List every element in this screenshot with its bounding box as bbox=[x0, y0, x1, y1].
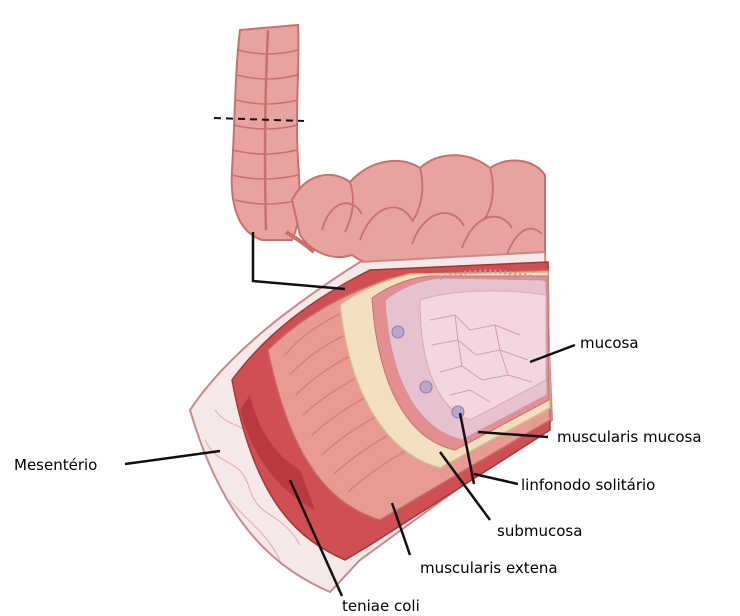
label-muscularis-extena: muscularis extena bbox=[420, 559, 558, 577]
label-submucosa: submucosa bbox=[497, 522, 582, 540]
label-mesenterio: Mesentério bbox=[14, 456, 97, 474]
lymph-node-3 bbox=[452, 406, 464, 418]
leader-linfonodo-2 bbox=[474, 474, 518, 484]
label-mucosa: mucosa bbox=[580, 334, 639, 352]
label-teniae-coli: teniae coli bbox=[342, 597, 420, 615]
label-muscularis-mucosa: muscularis mucosa bbox=[557, 428, 702, 446]
wall-cross-section bbox=[190, 252, 552, 592]
colon-illustration bbox=[214, 25, 545, 273]
lymph-node-1 bbox=[392, 326, 404, 338]
label-linfonodo-solitario: linfonodo solitário bbox=[521, 476, 655, 494]
lymph-node-2 bbox=[420, 381, 432, 393]
